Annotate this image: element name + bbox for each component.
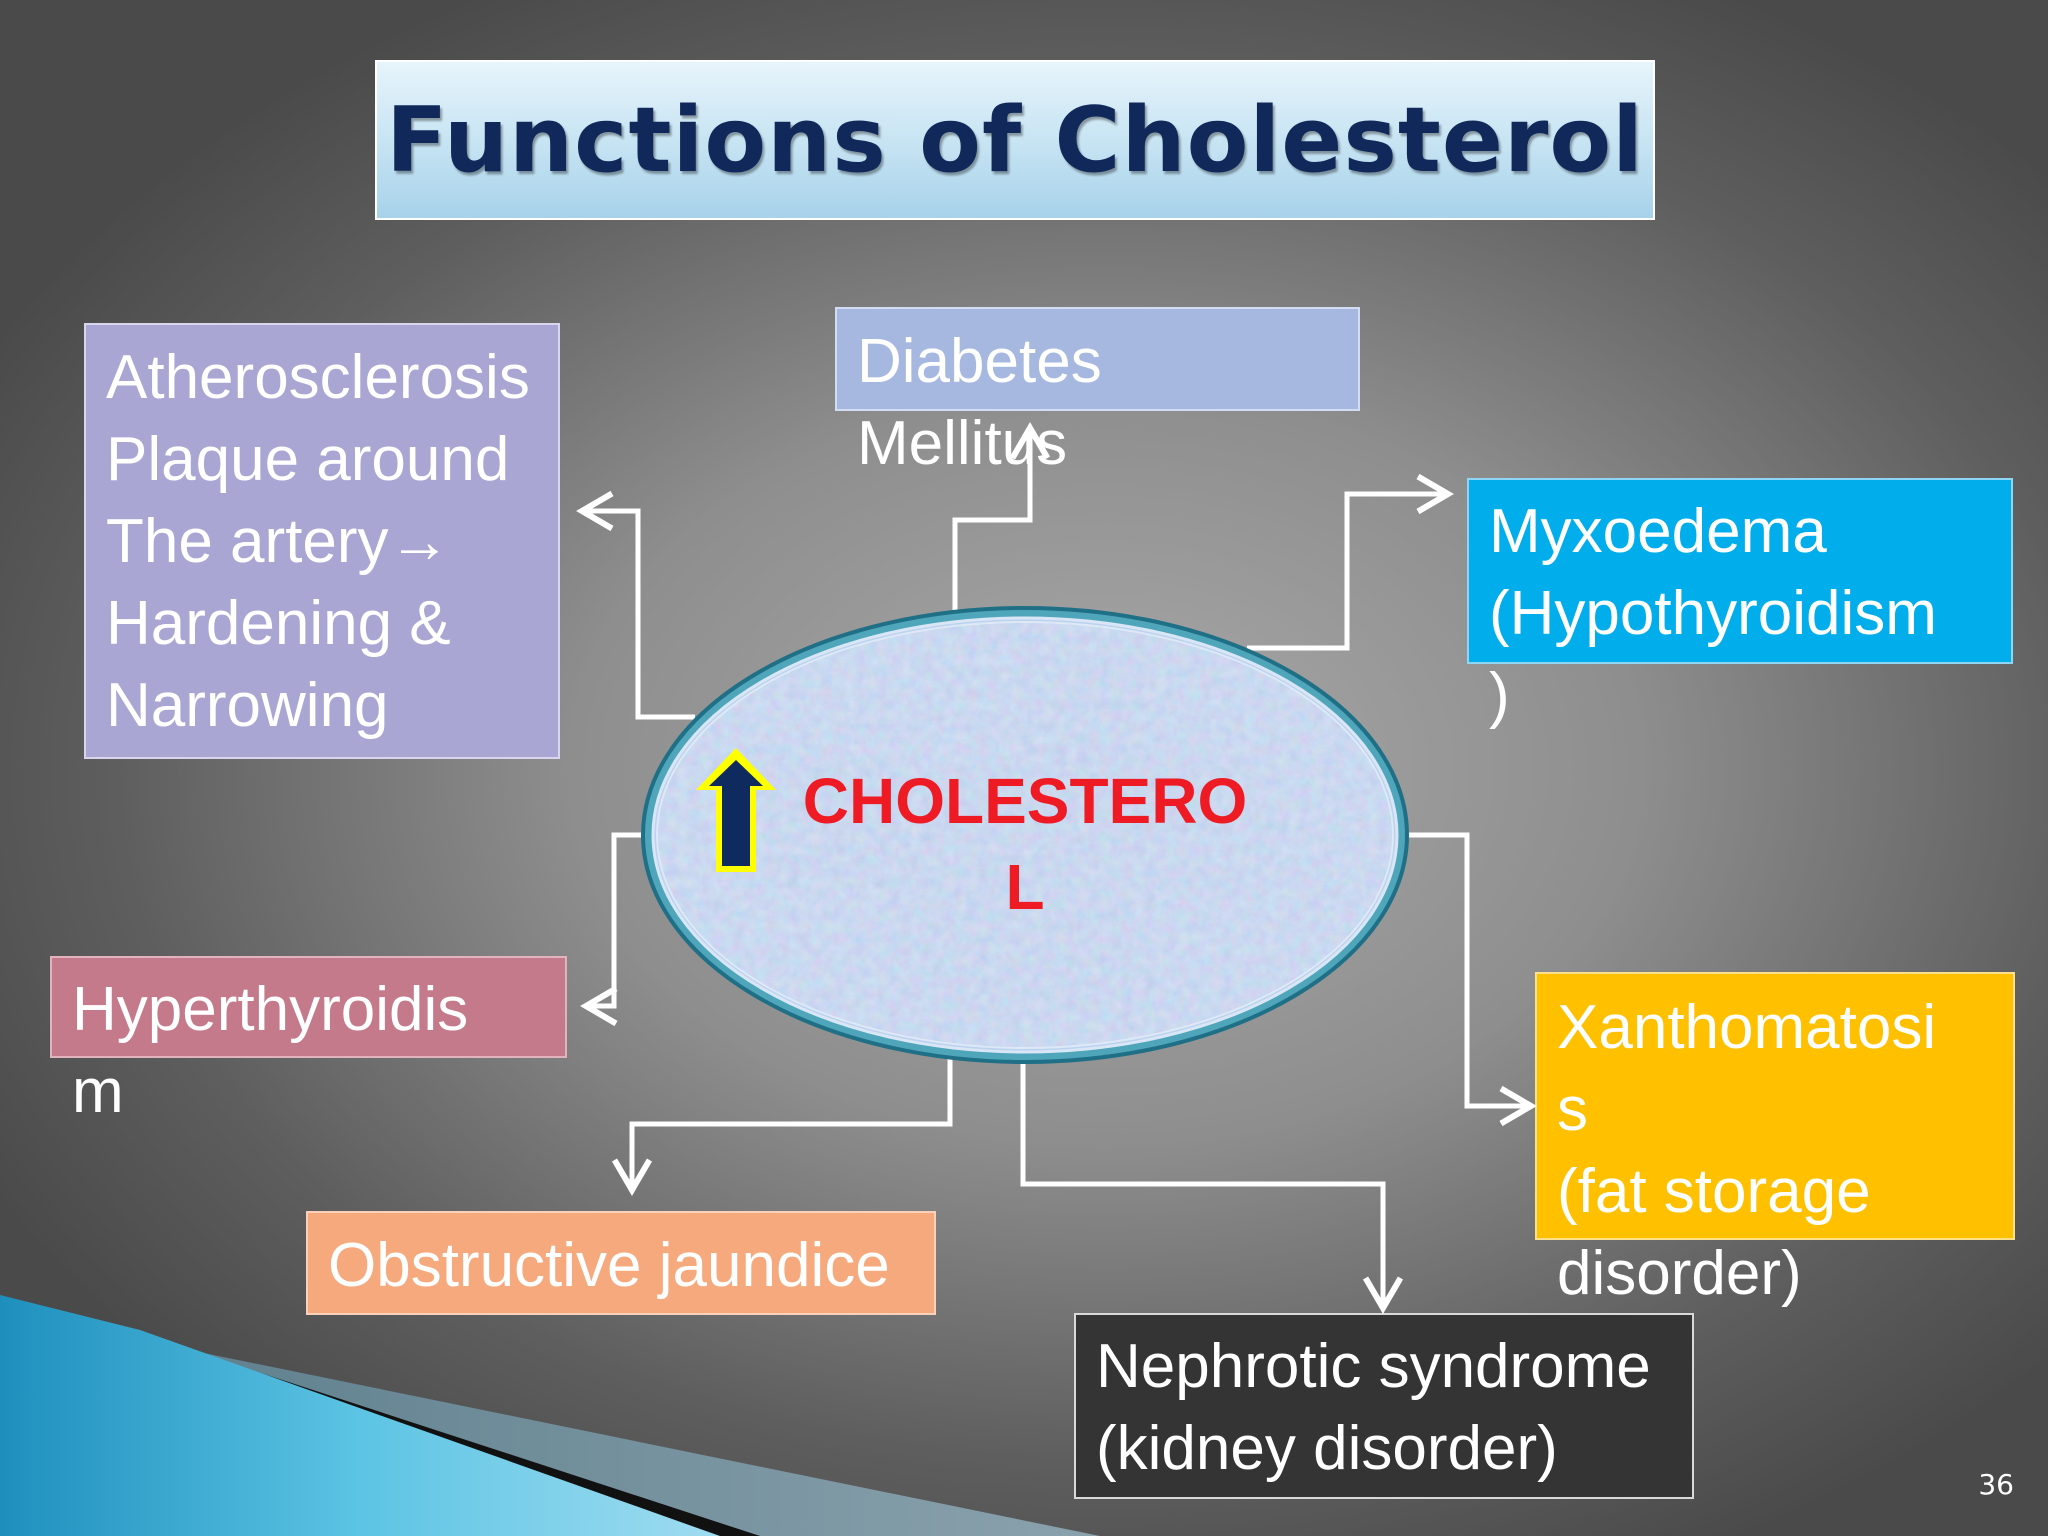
diabetes-label: Diabetes Mellitus — [857, 327, 1102, 478]
cholesterol-ellipse — [641, 606, 1409, 1064]
diabetes-box — [835, 307, 1360, 411]
title-box: Functions of Cholesterol — [375, 60, 1655, 220]
arrow-to-obstructive-jaundice — [632, 1057, 953, 1190]
swoosh-blue-band — [0, 1295, 720, 1536]
myxoedema-label: Myxoedema (Hypothyroidism ) — [1489, 497, 1937, 730]
slide-number: 36 — [1978, 1468, 2014, 1501]
atherosclerosis-box — [84, 323, 560, 759]
slide-title: Functions of Cholesterol — [385, 87, 1645, 193]
arrow-to-myxoedema — [1247, 494, 1448, 651]
cholesterol-label: CHOLESTERO L — [802, 765, 1248, 923]
up-arrow-icon — [696, 748, 776, 872]
hyperthyroidism-box — [50, 956, 567, 1058]
nephrotic-syndrome-label: Nephrotic syndrome (kidney disorder) — [1096, 1332, 1651, 1483]
arrow-to-atherosclerosis — [582, 511, 695, 720]
arrow-to-xanthomatosis — [1398, 832, 1531, 1106]
arrow-to-diabetes — [952, 428, 1030, 612]
swoosh-grey-band — [140, 1340, 1100, 1536]
arrow-to-nephrotic-syndrome — [1020, 1057, 1383, 1308]
nephrotic-syndrome-box — [1074, 1313, 1694, 1499]
obstructive-jaundice-label: Obstructive jaundice — [328, 1231, 890, 1300]
xanthomatosis-box — [1535, 972, 2015, 1240]
obstructive-jaundice-box — [306, 1211, 936, 1315]
hyperthyroidism-label: Hyperthyroidis m — [72, 975, 469, 1126]
xanthomatosis-label: Xanthomatosi s (fat storage disorder) — [1557, 993, 1937, 1308]
atherosclerosis-label: Atherosclerosis Plaque around The artery… — [106, 343, 530, 740]
arrow-to-hyperthyroidism — [586, 832, 645, 1006]
myxoedema-box — [1467, 478, 2013, 664]
